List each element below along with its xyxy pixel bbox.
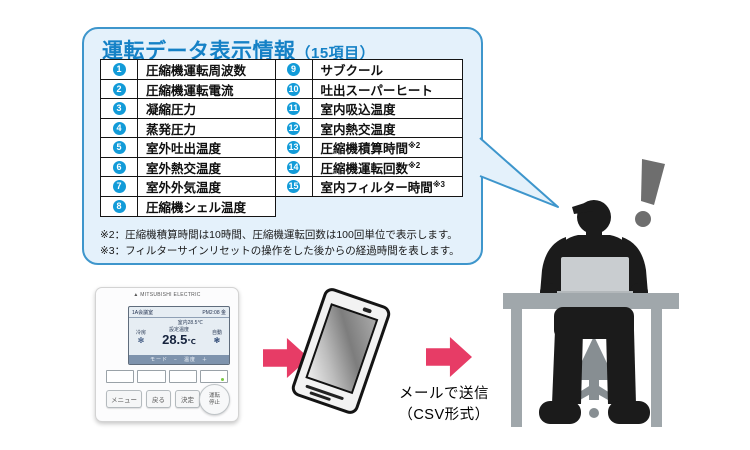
item-number-badge: 6 [112, 160, 126, 174]
table-row: 4 蒸発圧力 [100, 117, 276, 139]
item-number-badge: 14 [287, 160, 300, 174]
item-label: 圧縮機運転電流 [146, 83, 234, 98]
remote-lcd-screen: 1A会議室 PM2:08 金 冷房 ✻ 室内28.5℃ 設定温度 28.5℃ 自… [128, 306, 230, 365]
item-number-badge: 12 [287, 121, 300, 135]
item-number-badge: 9 [287, 63, 300, 76]
tablet-illustration [289, 285, 393, 417]
item-label: 室内熱交温度 [320, 122, 396, 137]
table-row: 9 サブクール [274, 59, 463, 80]
item-label: 吐出スーパーヒート [320, 83, 433, 98]
table-row: 8 圧縮機シェル温度 [100, 195, 276, 217]
lcd-mode-zone: 冷房 ✻ [129, 318, 153, 355]
person-at-desk-illustration [503, 159, 679, 427]
table-row: 2 圧縮機運転電流 [100, 78, 276, 100]
function-key [168, 370, 197, 383]
laptop-icon [561, 257, 629, 295]
item-number-badge: 4 [112, 121, 126, 135]
item-label: 圧縮機積算時間 [320, 142, 409, 156]
table-column-right: 9 サブクール 10 吐出スーパーヒート 11 室内吸込温度 12 室内熱交温度 13 圧… [274, 59, 463, 197]
flow-arrow-icon [426, 337, 472, 377]
item-footnote-marker: ※3 [432, 179, 445, 189]
item-label: 室内吸込温度 [320, 103, 396, 117]
operation-data-table: 1 圧縮機運転周波数 2 圧縮機運転電流 3 凝縮圧力 4 蒸発圧力 5 室外吐出温度 6… [100, 59, 463, 217]
table-row: 13 圧縮機積算時間※2 [274, 137, 463, 158]
item-label: 蒸発圧力 [146, 122, 197, 137]
item-label: 室外吐出温度 [146, 142, 222, 156]
back-button: 戻る [146, 390, 171, 408]
table-row: 6 室外熱交温度 [100, 156, 276, 178]
item-label: 室外熱交温度 [146, 161, 222, 176]
item-number-badge: 2 [112, 82, 126, 96]
menu-button: メニュー [106, 390, 142, 408]
ok-button: 決定 [175, 390, 200, 408]
snowflake-icon: ✻ [137, 335, 145, 345]
table-row: 14 圧縮機運転回数※2 [274, 156, 463, 178]
item-label: 室内フィルター時間 [320, 181, 433, 195]
lcd-fan-zone: 自動 ❃ [205, 318, 229, 355]
table-row: 5 室外吐出温度 [100, 137, 276, 158]
lcd-fan-label: 自動 [211, 329, 222, 336]
mitsubishi-logo: ▲ MITSUBISHI ELECTRIC [133, 292, 201, 298]
lcd-setpoint-value: 28.5℃ [162, 332, 196, 347]
item-number-badge: 7 [112, 180, 126, 193]
item-number-badge: 11 [287, 102, 300, 115]
fan-icon: ❃ [213, 335, 221, 345]
item-number-badge: 13 [287, 141, 300, 154]
item-number-badge: 8 [112, 199, 126, 213]
footnote-3: ※3：フィルターサインリセットの操作をした後からの経過時間を表します。 [100, 244, 460, 257]
item-footnote-marker: ※2 [408, 140, 421, 150]
item-label: 凝縮圧力 [146, 103, 197, 117]
lcd-clock: PM2:08 金 [202, 309, 226, 316]
item-number-badge: 15 [287, 180, 300, 193]
footnotes: ※2：圧縮機積算時間は10時間、圧縮機運転回数は100回単位で表示します。 ※3… [100, 228, 460, 260]
speech-bubble: 運転データ表示情報（15項目） 1 圧縮機運転周波数 2 圧縮機運転電流 3 凝縮圧力… [82, 27, 483, 265]
item-label: サブクール [320, 64, 384, 78]
function-key-row [106, 370, 228, 383]
function-key [137, 370, 166, 383]
table-row: 15 室内フィルター時間※3 [274, 176, 463, 197]
footnote-2: ※2：圧縮機積算時間は10時間、圧縮機運転回数は100回単位で表示します。 [100, 229, 458, 241]
table-row: 3 凝縮圧力 [100, 98, 276, 119]
item-number-badge: 5 [112, 141, 126, 154]
power-button: 運転 停止 [199, 384, 230, 415]
item-number-badge: 1 [112, 63, 126, 76]
item-label: 室外外気温度 [146, 181, 222, 195]
mail-caption: メールで送信 （CSV形式） [398, 386, 490, 424]
lcd-setpoint-label: 設定温度 [168, 327, 189, 333]
bubble-title-text: 運転データ表示情報 [102, 40, 296, 63]
table-row: 7 室外外気温度 [100, 176, 276, 197]
item-label: 圧縮機運転回数 [320, 161, 409, 176]
tablet-screen [305, 303, 379, 395]
table-column-left: 1 圧縮機運転周波数 2 圧縮機運転電流 3 凝縮圧力 4 蒸発圧力 5 室外吐出温度 6… [100, 59, 276, 217]
lcd-room-name: 1A会議室 [132, 309, 154, 316]
tablet-camera-icon [362, 306, 373, 314]
item-number-badge: 10 [287, 82, 300, 96]
bubble-title: 運転データ表示情報（15項目） [102, 35, 375, 65]
function-key [199, 370, 228, 383]
item-label: 圧縮機運転周波数 [146, 64, 247, 78]
power-led [221, 378, 224, 381]
lcd-function-bar: モード − 温度 ＋ [129, 355, 229, 364]
bubble-title-suffix: （15項目） [295, 45, 376, 62]
item-number-badge: 3 [112, 102, 126, 115]
table-row: 10 吐出スーパーヒート [274, 78, 463, 100]
desk [503, 293, 679, 427]
table-row: 11 室内吸込温度 [274, 98, 463, 119]
lcd-indoor-temp: 室内28.5℃ [177, 320, 203, 326]
item-footnote-marker: ※2 [408, 160, 421, 170]
table-row: 12 室内熱交温度 [274, 117, 463, 139]
item-label: 圧縮機シェル温度 [146, 200, 247, 215]
lcd-mode-label: 冷房 [135, 329, 146, 336]
function-key [106, 370, 135, 383]
exclamation-icon [635, 159, 665, 227]
remote-controller: ▲ MITSUBISHI ELECTRIC 1A会議室 PM2:08 金 冷房 … [95, 287, 239, 422]
table-row: 1 圧縮機運転周波数 [100, 59, 276, 80]
speech-bubble-tail [479, 137, 559, 208]
